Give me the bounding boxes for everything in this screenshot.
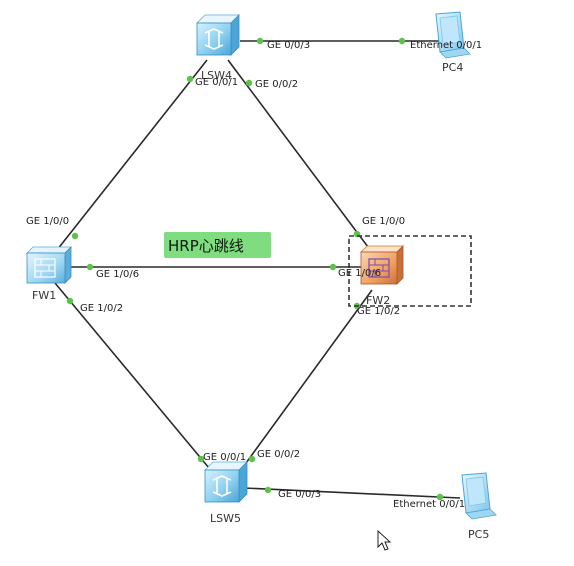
port-dot-fw2-ge106[interactable] — [329, 263, 337, 271]
port-dot-lsw5-ge003[interactable] — [264, 486, 272, 494]
port-dot-lsw4-ge003[interactable] — [256, 37, 264, 45]
lsw4-device[interactable] — [196, 14, 240, 56]
port-dots — [66, 37, 444, 501]
port-label-fw1-ge106: GE 1/0/6 — [96, 269, 139, 280]
pc4-device[interactable] — [435, 11, 471, 59]
lsw5-device[interactable] — [204, 461, 248, 503]
hrp-highlight — [164, 232, 271, 258]
link-fw1-lsw5[interactable] — [54, 282, 215, 475]
port-label-lsw4-ge002: GE 0/0/2 — [255, 79, 298, 90]
port-dot-fw1-ge102[interactable] — [66, 297, 74, 305]
port-label-lsw5-ge002: GE 0/0/2 — [257, 449, 300, 460]
port-label-pc5-eth: Ethernet 0/0/1 — [393, 499, 465, 510]
switch-icon — [204, 461, 248, 503]
link-lsw4-fw1[interactable] — [56, 59, 208, 251]
firewall-icon — [360, 245, 404, 285]
port-label-lsw4-ge003: GE 0/0/3 — [267, 40, 310, 51]
hrp-label-group: HRP心跳线 — [164, 232, 271, 258]
port-labels: GE 0/0/3 Ethernet 0/0/1 GE 0/0/1 GE 0/0/… — [26, 40, 482, 510]
fw1-device[interactable] — [26, 246, 72, 284]
pc4-label: PC4 — [442, 61, 463, 74]
port-dot-lsw4-ge002[interactable] — [245, 79, 253, 87]
port-dot-fw1-ge106[interactable] — [86, 263, 94, 271]
port-label-fw2-ge100: GE 1/0/0 — [362, 216, 405, 227]
port-label-pc4-eth: Ethernet 0/0/1 — [410, 40, 482, 51]
port-label-lsw5-ge003: GE 0/0/3 — [278, 489, 321, 500]
port-dot-fw1-ge100[interactable] — [71, 232, 79, 240]
port-dot-pc5-eth[interactable] — [436, 493, 444, 501]
port-label-fw1-ge100: GE 1/0/0 — [26, 216, 69, 227]
port-label-fw2-ge106: GE 1/0/6 — [338, 268, 381, 279]
lsw5-label: LSW5 — [210, 512, 241, 525]
port-dot-lsw5-ge002[interactable] — [248, 455, 256, 463]
fw2-label: FW2 — [366, 294, 390, 307]
link-lsw5-pc5[interactable] — [243, 487, 461, 499]
port-label-fw1-ge102: GE 1/0/2 — [80, 303, 123, 314]
port-dot-lsw5-ge001[interactable] — [197, 455, 205, 463]
fw2-device[interactable] — [360, 245, 404, 285]
links — [54, 40, 461, 499]
lsw4-label: LSW4 — [201, 69, 232, 82]
port-label-fw2-ge102: GE 1/0/2 — [357, 306, 400, 317]
pc-icon — [435, 11, 471, 59]
pc5-label: PC5 — [468, 528, 489, 541]
port-dot-lsw4-ge001[interactable] — [186, 75, 194, 83]
mouse-cursor-icon — [377, 529, 392, 551]
link-fw2-lsw5[interactable] — [237, 289, 373, 475]
port-dot-pc4-eth[interactable] — [398, 37, 406, 45]
link-lsw4-fw2[interactable] — [227, 59, 375, 256]
fw2-selection-box — [348, 235, 472, 307]
port-label-lsw5-ge001: GE 0/0/1 — [203, 452, 246, 463]
pc5-device[interactable] — [461, 472, 497, 520]
hrp-label: HRP心跳线 — [168, 237, 244, 255]
switch-icon — [196, 14, 240, 56]
firewall-icon — [26, 246, 72, 284]
fw1-label: FW1 — [32, 289, 56, 302]
port-label-lsw4-ge001: GE 0/0/1 — [195, 77, 238, 88]
pc-icon — [461, 472, 497, 520]
